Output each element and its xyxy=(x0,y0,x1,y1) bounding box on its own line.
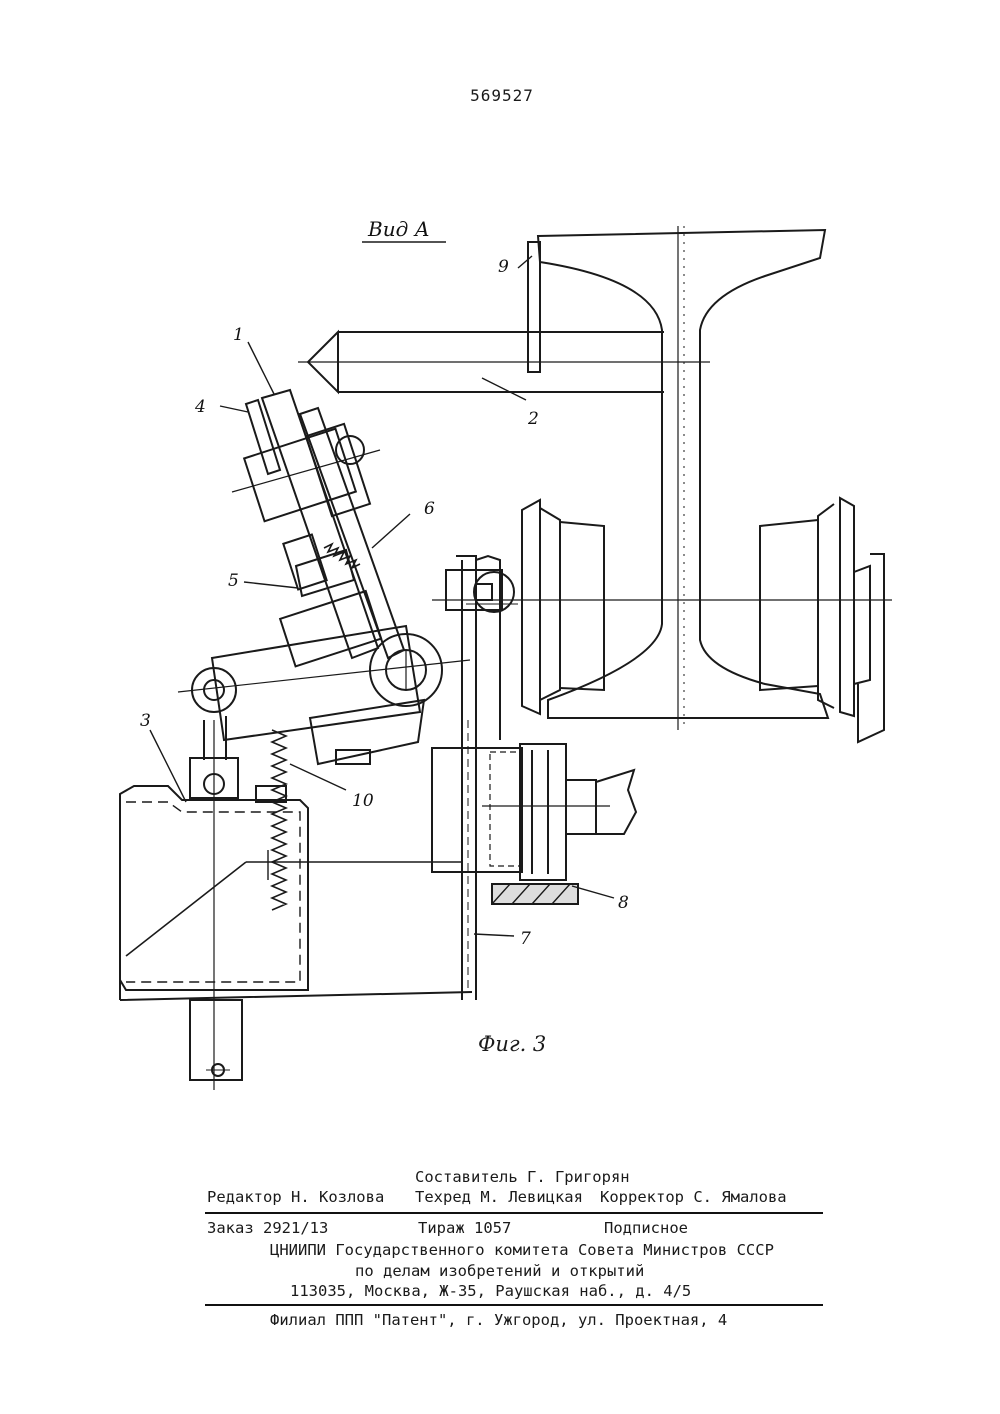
editor: Редактор Н. Козлова xyxy=(207,1188,384,1206)
callout-4: 4 xyxy=(194,397,206,417)
spring-10 xyxy=(272,730,286,910)
arm-assembly xyxy=(232,390,404,666)
divider-top xyxy=(205,1212,823,1214)
callout-3: 3 xyxy=(140,711,151,731)
callout-8: 8 xyxy=(618,893,629,913)
rail-profile xyxy=(538,226,828,730)
order-number: Заказ 2921/13 xyxy=(207,1219,328,1237)
pointer-bar-2 xyxy=(298,332,710,392)
organization-line-2: по делам изобретений и открытий xyxy=(355,1262,644,1280)
callout-1: 1 xyxy=(233,325,244,345)
arm-1 xyxy=(262,390,378,658)
corrector: Корректор С. Ямалова xyxy=(600,1188,787,1206)
callout-6: 6 xyxy=(424,499,435,519)
address: 113035, Москва, Ж-35, Раушская наб., д. … xyxy=(290,1282,691,1300)
plate-9 xyxy=(528,242,540,372)
divider-bottom xyxy=(205,1304,823,1306)
callout-5: 5 xyxy=(228,571,239,591)
callout-7: 7 xyxy=(520,929,531,949)
compiler: Составитель Г. Григорян xyxy=(415,1168,630,1186)
callout-2: 2 xyxy=(527,409,539,429)
column-7 xyxy=(446,556,518,1000)
leader-lines xyxy=(150,256,614,936)
callout-9: 9 xyxy=(498,257,509,277)
callout-10: 10 xyxy=(352,791,374,811)
foot-bracket xyxy=(190,1000,242,1080)
housing-3 xyxy=(120,716,472,1090)
organization-line-1: ЦНИИПИ Государственного комитета Совета … xyxy=(270,1241,774,1259)
subscription: Подписное xyxy=(604,1219,688,1237)
view-label: Вид А xyxy=(367,217,430,241)
wheel-right xyxy=(760,498,884,742)
lever xyxy=(178,626,470,764)
branch: Филиал ППП "Патент", г. Ужгород, ул. Про… xyxy=(270,1311,727,1329)
tech-editor: Техред М. Левицкая xyxy=(415,1188,583,1206)
figure-caption: Фиг. 3 xyxy=(478,1032,546,1056)
print-run: Тираж 1057 xyxy=(418,1219,511,1237)
